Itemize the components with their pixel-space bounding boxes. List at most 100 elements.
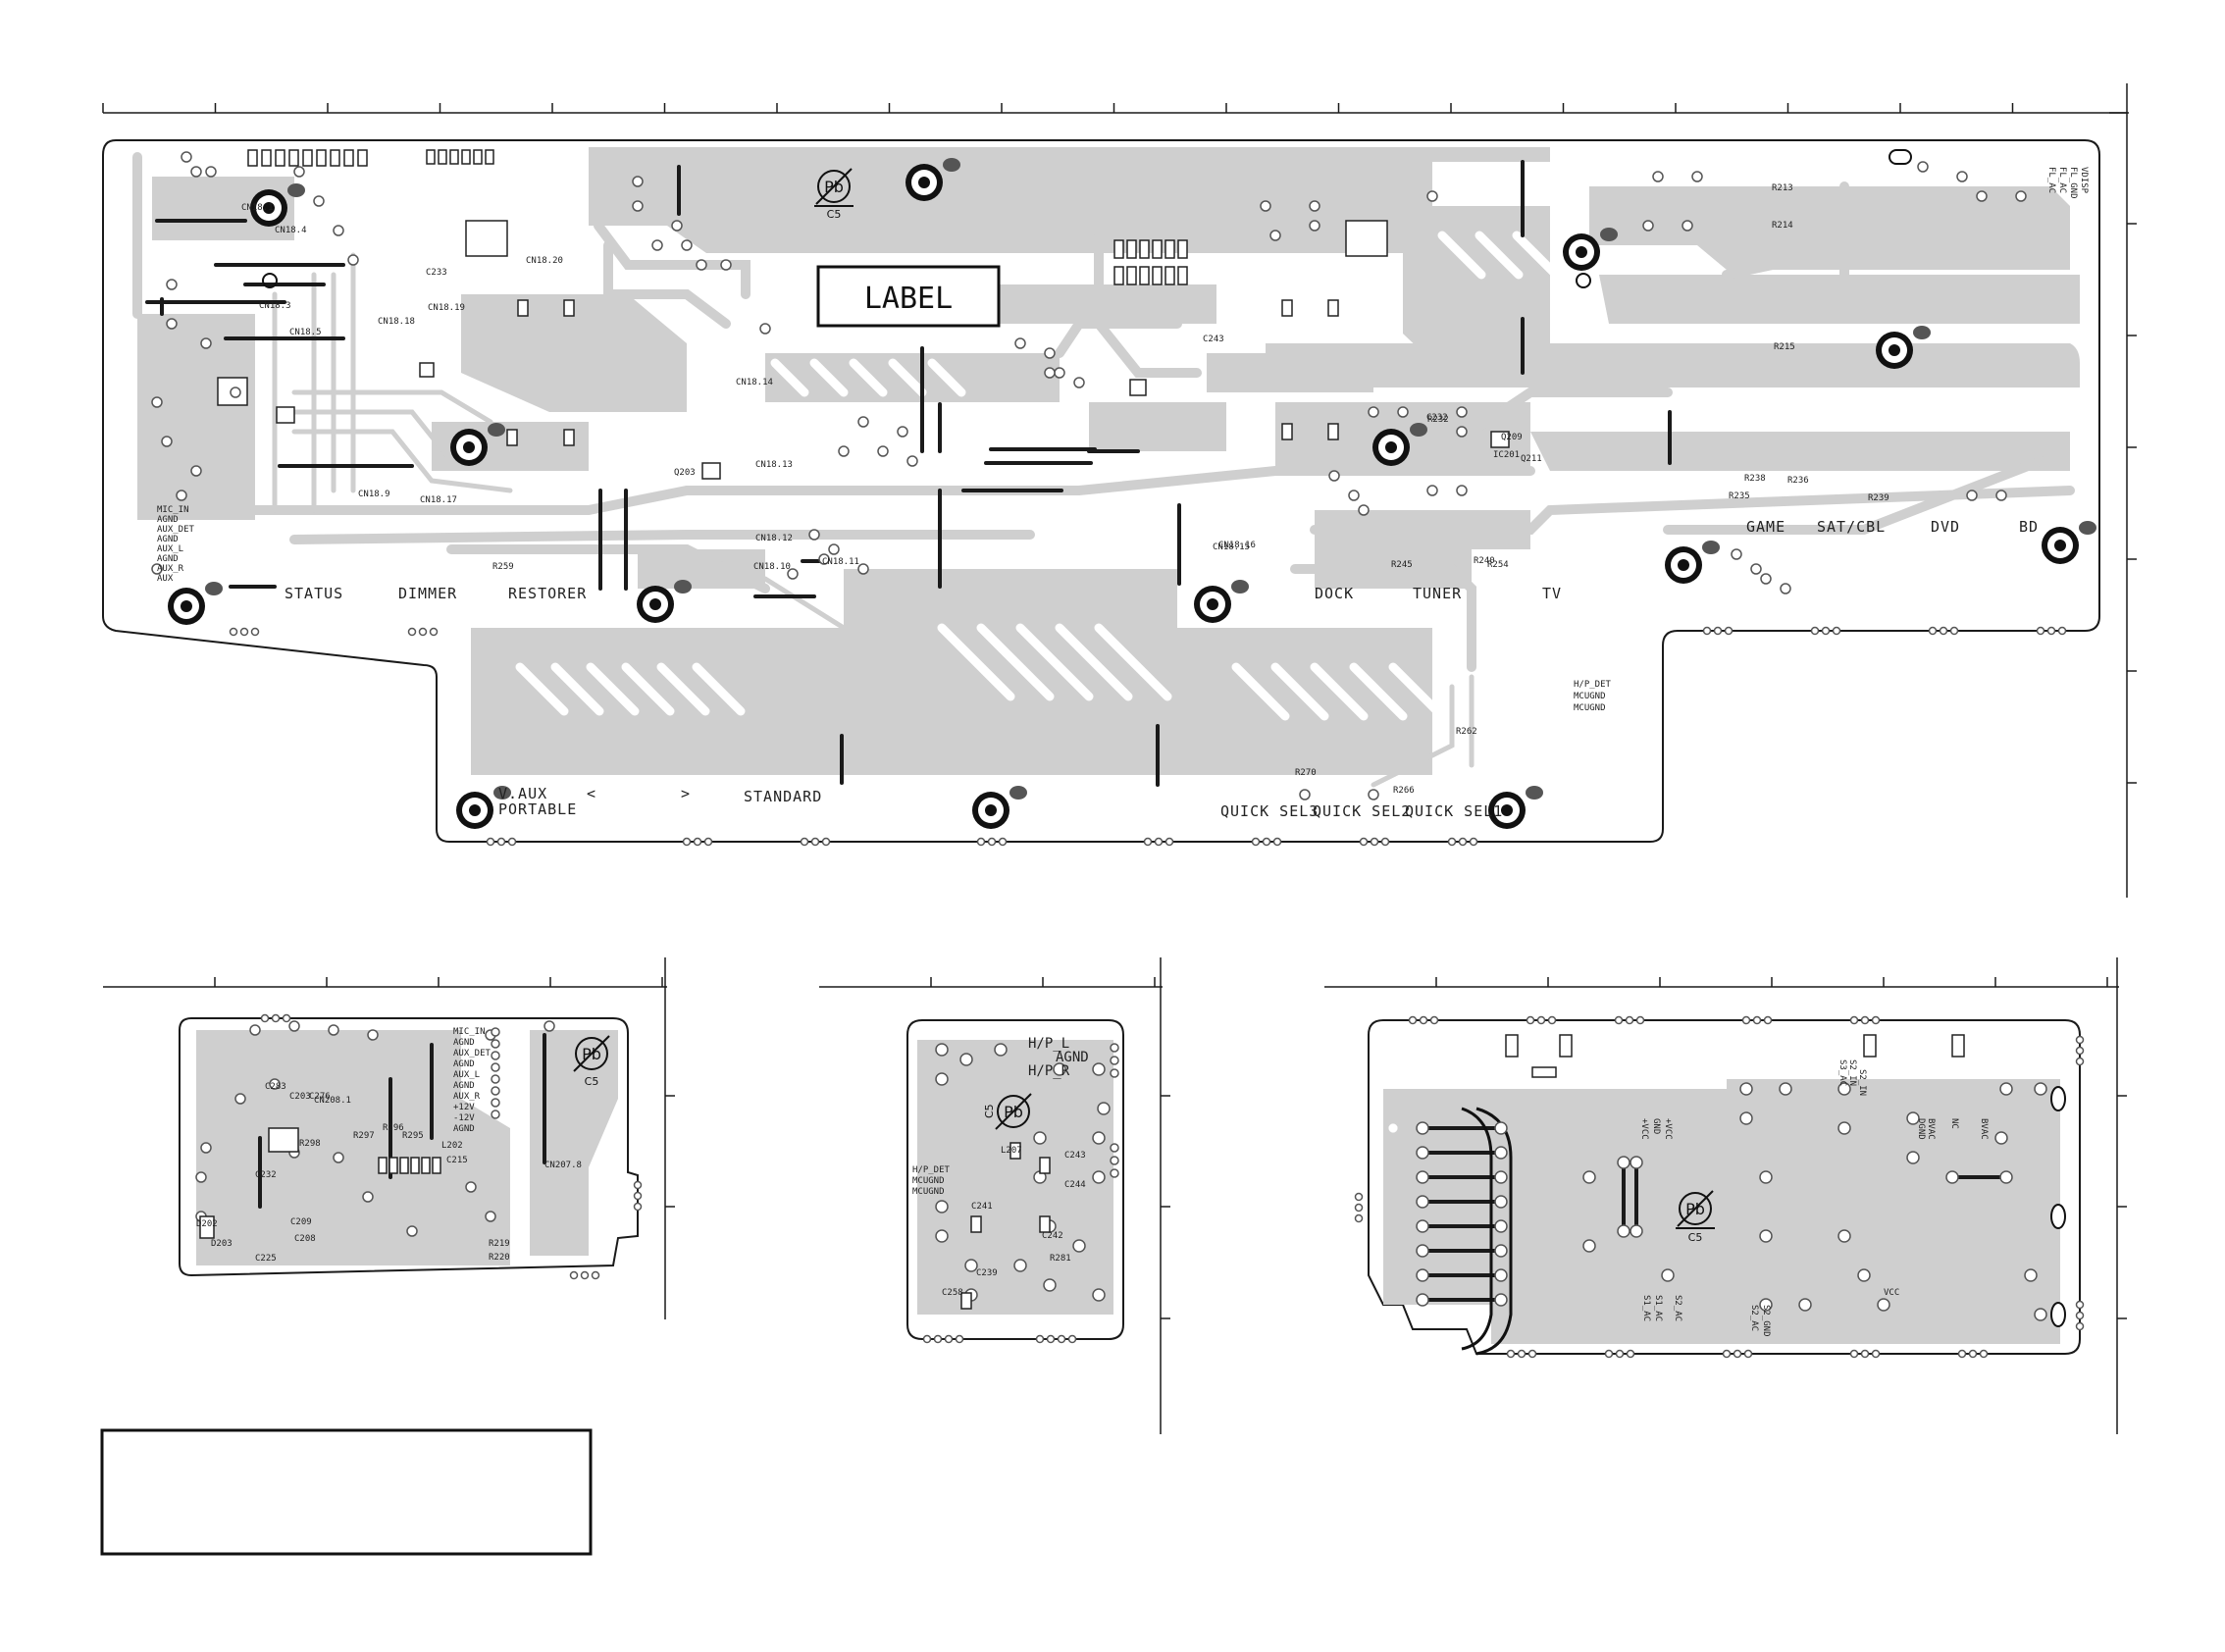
- smd-pad: [473, 149, 483, 165]
- through-hole-pad: [1072, 1239, 1086, 1253]
- edge-pad: [1928, 626, 1938, 636]
- svg-text:MCUGND: MCUGND: [912, 1176, 945, 1186]
- copper-hatch: [1015, 623, 1094, 701]
- smd-pad: [1327, 423, 1339, 440]
- through-hole-pad: [333, 225, 344, 236]
- part-designator: C232: [255, 1170, 277, 1180]
- part-designator: R270: [1295, 768, 1317, 778]
- through-hole-pad: [200, 337, 212, 349]
- through-hole-pad: [935, 1043, 949, 1057]
- connector-pad: [491, 1051, 500, 1060]
- edge-pad: [955, 1334, 964, 1344]
- svg-text:FL_GND: FL_GND: [2068, 167, 2078, 199]
- through-hole-pad: [1494, 1195, 1508, 1209]
- edge-pad: [1359, 837, 1369, 847]
- part-designator: CN18.16: [1218, 541, 1256, 550]
- slot-hole: [1889, 149, 1912, 165]
- mic-board-label: AUX_R: [453, 1092, 481, 1102]
- mounting-hole-center: [918, 177, 930, 188]
- part-designator: C203: [289, 1092, 311, 1102]
- part-designator: CN18.13: [755, 460, 793, 470]
- edge-pad: [800, 837, 809, 847]
- edge-pad: [1370, 837, 1379, 847]
- main-board: [102, 139, 2100, 847]
- edge-pad: [987, 837, 997, 847]
- copper-hatch: [692, 662, 746, 716]
- through-hole-pad: [838, 445, 850, 457]
- bend-line: [1475, 1107, 1513, 1356]
- edge-pad: [633, 1191, 643, 1201]
- part-designator: CN207.8: [544, 1161, 582, 1170]
- through-hole-pad: [205, 166, 217, 178]
- through-hole-pad: [2034, 1308, 2047, 1321]
- through-hole-pad: [1999, 1170, 2013, 1184]
- through-hole-pad: [313, 195, 325, 207]
- through-hole-pad: [1759, 1298, 1773, 1312]
- svg-text:Pb: Pb: [1685, 1200, 1705, 1218]
- smd-pad: [1113, 266, 1124, 285]
- mic-board-label: AGND: [453, 1059, 475, 1069]
- edge-pad: [1741, 1015, 1751, 1025]
- button-label-quick-sel2: QUICK SEL2: [1313, 802, 1411, 820]
- part-designator: C209: [290, 1217, 312, 1227]
- through-hole-pad: [200, 1142, 212, 1154]
- through-hole-pad: [1092, 1131, 1106, 1145]
- edge-pad: [1615, 1349, 1625, 1359]
- through-hole-pad: [1494, 1268, 1508, 1282]
- through-hole-pad: [671, 220, 683, 232]
- mic-board-label: +12V: [453, 1103, 475, 1112]
- smd-pad: [1152, 266, 1163, 285]
- button-label-sat-cbl: SAT/CBL: [1817, 518, 1886, 536]
- through-hole-pad: [406, 1225, 418, 1237]
- edge-pad: [271, 1013, 281, 1023]
- mounting-hole-center: [181, 600, 192, 612]
- mounting-hole-center: [1678, 559, 1689, 571]
- smd-pad: [1113, 239, 1124, 259]
- screw-icon: [674, 580, 692, 594]
- svg-text:AGND: AGND: [1056, 1050, 1089, 1065]
- button-label-standard: STANDARD: [744, 788, 822, 805]
- part-designator: R297: [353, 1131, 375, 1141]
- part-designator: CN18.14: [736, 378, 773, 387]
- connector-pad: [1110, 1156, 1119, 1165]
- part-designator: R240: [1474, 556, 1495, 566]
- through-hole-pad: [1494, 1219, 1508, 1233]
- edge-pad: [1517, 1349, 1526, 1359]
- copper-hatch: [888, 358, 927, 397]
- smd-pad: [1039, 1157, 1051, 1174]
- part-designator: C258: [942, 1288, 963, 1298]
- copper-hatch: [621, 662, 675, 716]
- edge-pad: [1604, 1349, 1614, 1359]
- connector-pad: [1110, 1143, 1119, 1153]
- part-designator: CN18.4: [275, 226, 307, 235]
- slot-hole: [2050, 1302, 2066, 1327]
- main-part-designators: CN18.20CN18.19CN18.18CN18.17CN18.16CN18.…: [241, 183, 1889, 796]
- button-label-portable: PORTABLE: [498, 800, 577, 818]
- mic-board-label: AGND: [453, 1081, 475, 1091]
- power-board-label: S1_AC: [1641, 1295, 1651, 1321]
- through-hole-pad: [1494, 1121, 1508, 1135]
- power-board-label: S2_GND: [1761, 1305, 1771, 1337]
- through-hole-pad: [681, 239, 693, 251]
- smd-pad: [1164, 239, 1175, 259]
- edge-pad: [633, 1180, 643, 1190]
- through-hole-pad: [1260, 200, 1271, 212]
- copper-hatch: [1310, 662, 1369, 721]
- mounting-hole-center: [1385, 441, 1397, 453]
- edge-pad: [1849, 1015, 1859, 1025]
- through-hole-pad: [1582, 1239, 1596, 1253]
- smd-pad: [960, 1292, 972, 1310]
- through-hole-pad: [1416, 1170, 1429, 1184]
- edge-pad: [1860, 1015, 1870, 1025]
- screw-icon: [1913, 326, 1931, 339]
- smd-pad: [199, 1215, 215, 1239]
- svg-text:MCUGND: MCUGND: [1574, 703, 1606, 713]
- through-hole-pad: [1456, 485, 1468, 496]
- edge-pad: [580, 1270, 590, 1280]
- through-hole-pad: [720, 259, 732, 271]
- copper-hatch: [515, 662, 569, 716]
- part-designator: R235: [1729, 491, 1750, 501]
- mic-board-label: AGND: [453, 1038, 475, 1048]
- power-board-label: S2_AC: [1673, 1295, 1682, 1321]
